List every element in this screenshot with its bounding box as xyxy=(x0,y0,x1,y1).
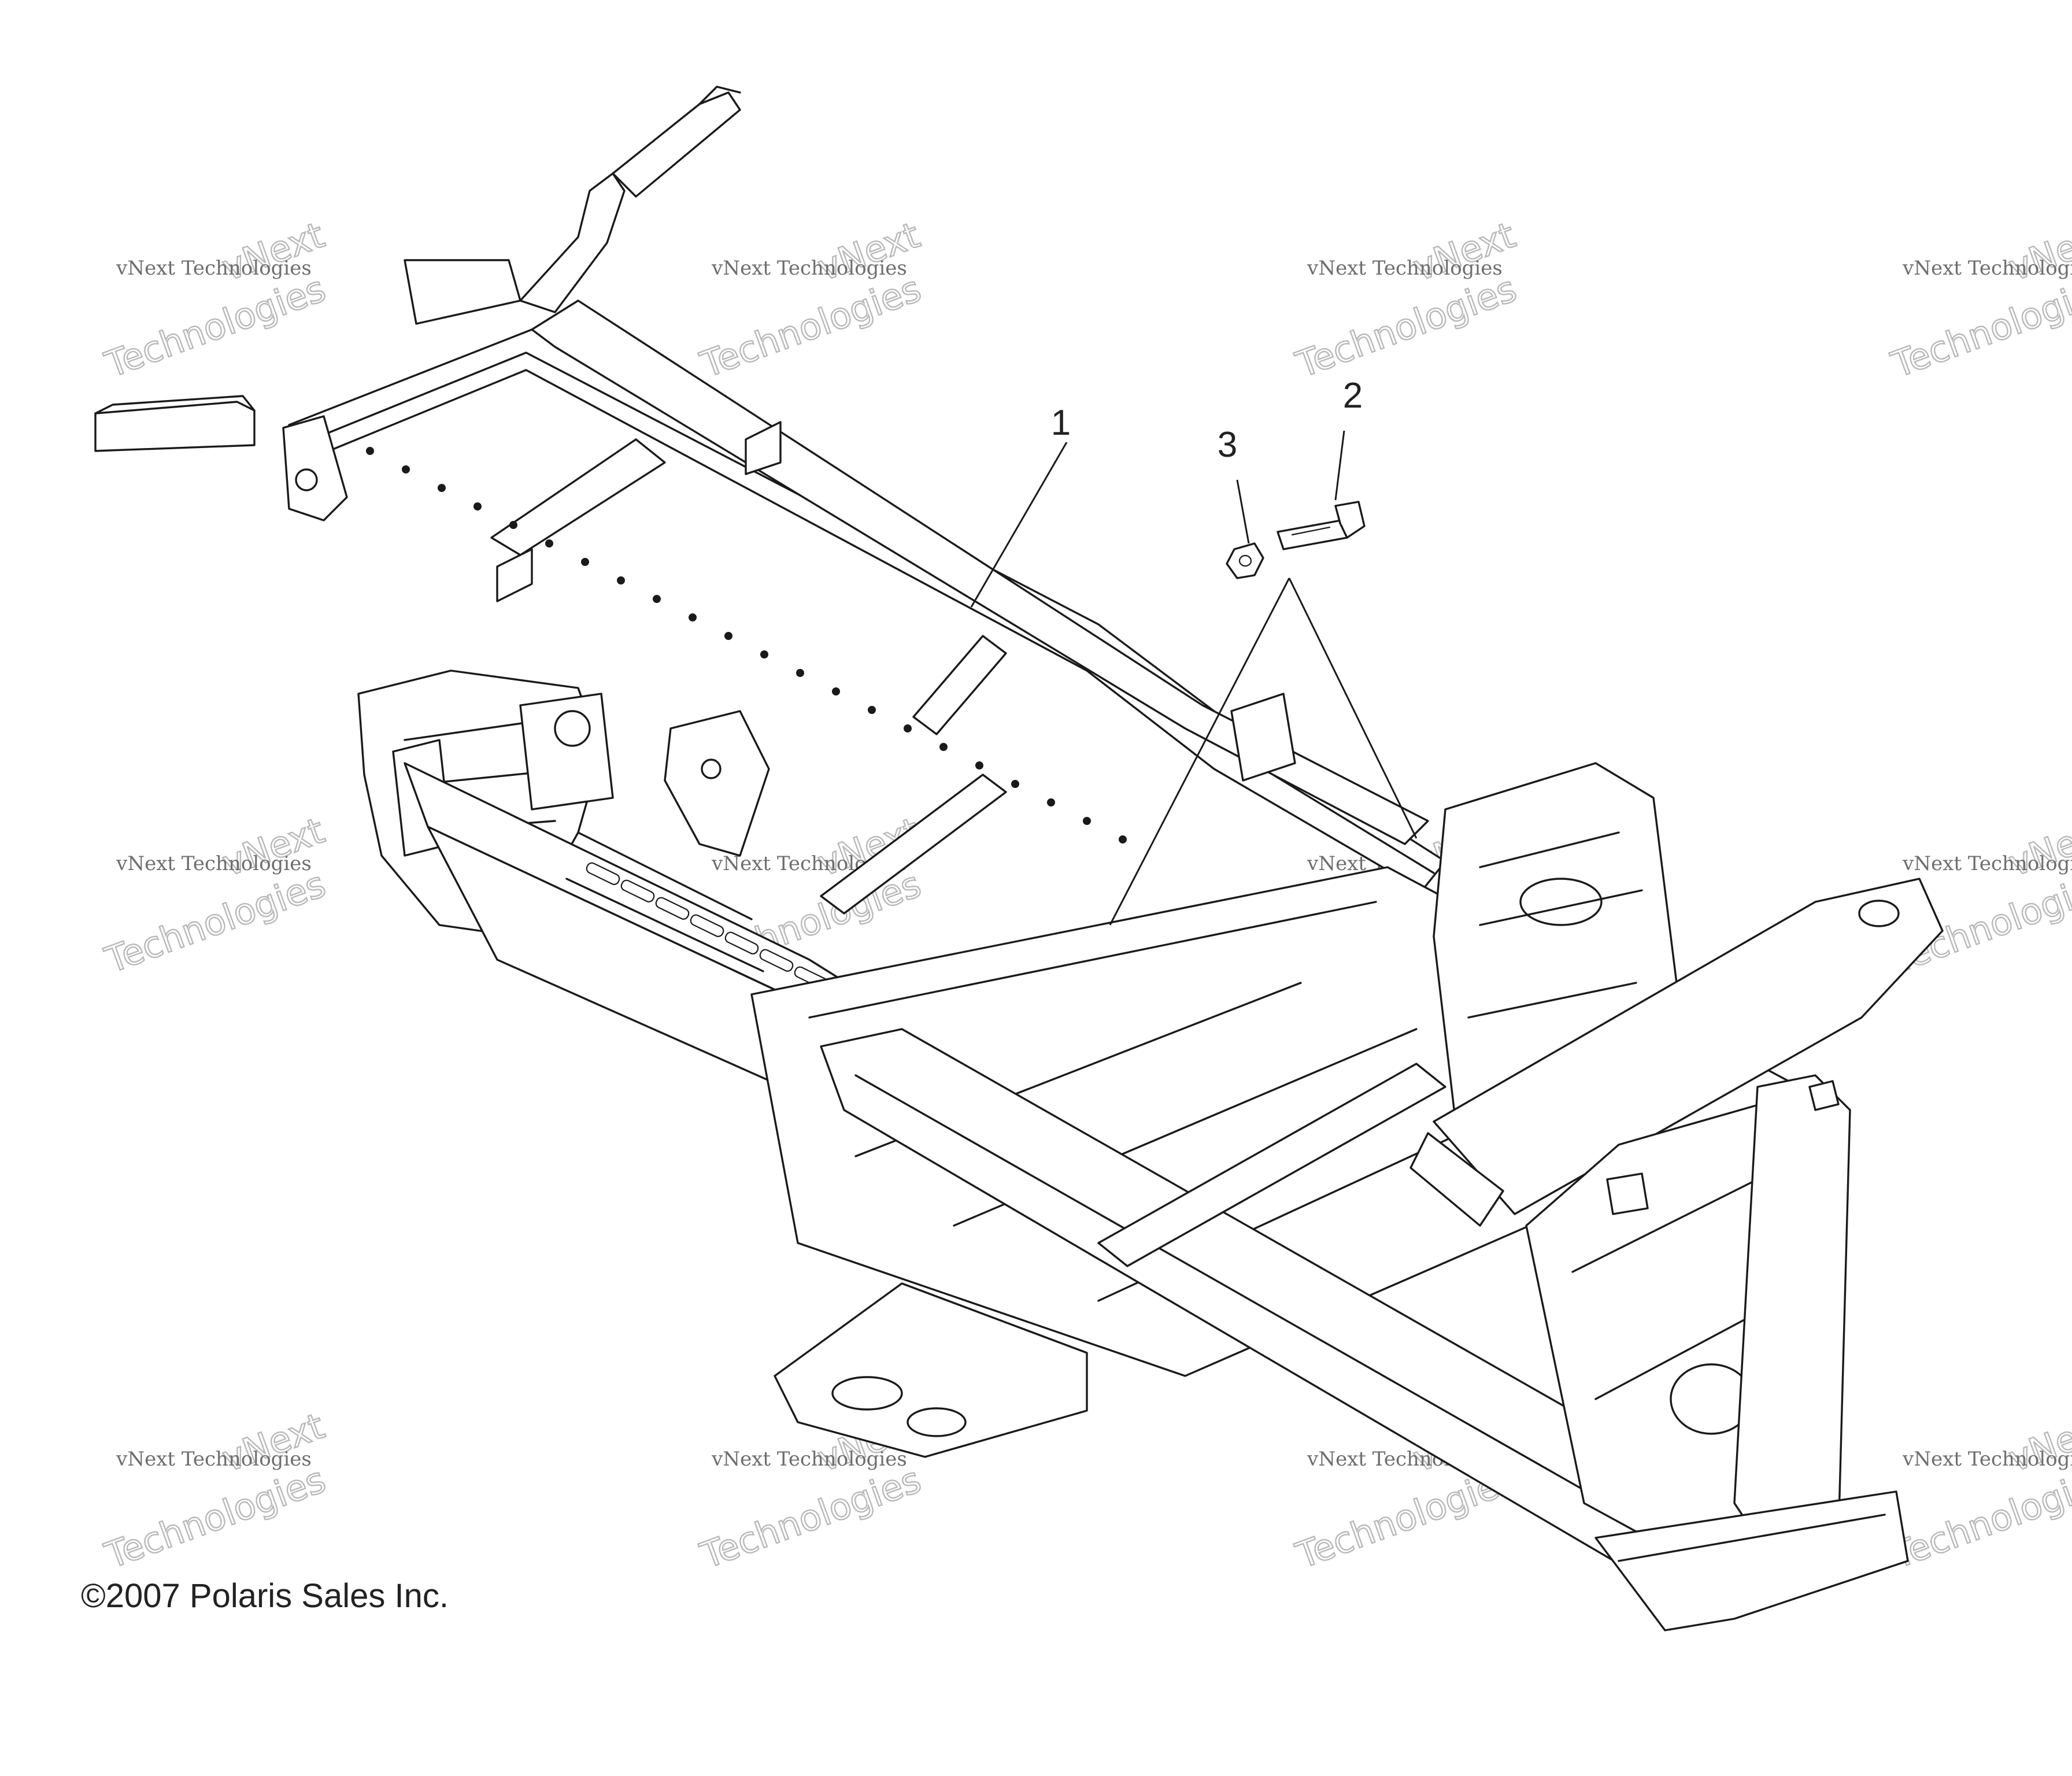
rail-hole xyxy=(689,613,697,621)
watermark-text: vNext Technologies xyxy=(711,257,907,280)
rail-hole xyxy=(366,447,374,455)
frame-slot xyxy=(724,931,759,954)
watermark-technologies: Technologies xyxy=(99,863,331,981)
watermark-technologies: Technologies xyxy=(1290,267,1522,386)
watermark-text: vNext Technologies xyxy=(711,1448,907,1471)
rail-hole xyxy=(617,576,625,584)
rail-hole xyxy=(939,743,948,751)
watermark-technologies: Technologies xyxy=(99,1458,331,1577)
rail-hole xyxy=(724,632,732,640)
watermark-technologies: Technologies xyxy=(695,267,926,386)
watermark-text: vNext Technologies xyxy=(1902,1448,2072,1471)
nut-part xyxy=(1226,542,1264,579)
watermark-technologies: Technologies xyxy=(695,1458,926,1577)
leader-lines xyxy=(970,430,1418,926)
rail-hole xyxy=(975,761,983,769)
watermark-text: vNext Technologies xyxy=(116,257,312,280)
callout-labels: 1 2 3 xyxy=(1051,376,1363,465)
rail-hole xyxy=(509,521,517,529)
rail-hole xyxy=(1011,780,1019,788)
watermark-text: vNext Technologies xyxy=(1902,257,2072,280)
rail-hole xyxy=(760,650,768,658)
frame-slot xyxy=(655,897,690,920)
frame-slot xyxy=(586,862,620,885)
callout-2: 2 xyxy=(1343,376,1363,416)
bolt-part xyxy=(1276,501,1366,550)
rail-hole xyxy=(904,724,912,732)
watermark-text: vNext Technologies xyxy=(116,1448,312,1471)
watermark-technologies: Technologies xyxy=(99,267,331,386)
watermark-technologies: Technologies xyxy=(1886,267,2072,386)
watermark-text: vNext Technologies xyxy=(1307,257,1503,280)
watermark-text: vNext Technologies xyxy=(116,852,312,875)
frame-slot xyxy=(620,879,655,902)
frame-slot xyxy=(690,914,724,937)
watermark-technologies: Technologies xyxy=(1886,1458,2072,1577)
rail-hole xyxy=(402,465,410,473)
rail-hole xyxy=(473,502,482,510)
rail-hole xyxy=(832,687,840,695)
watermark-text: vNext Technologies xyxy=(1902,852,2072,875)
rail-hole xyxy=(796,669,804,677)
rail-hole xyxy=(438,484,446,492)
upper-frame-rail xyxy=(94,86,1446,915)
rail-hole xyxy=(1047,798,1055,806)
lower-frame-chassis xyxy=(357,669,1944,1631)
rail-hole xyxy=(545,539,553,547)
rail-hole xyxy=(653,595,661,603)
rail-hole xyxy=(1119,835,1127,843)
callout-3: 3 xyxy=(1218,425,1237,465)
copyright-notice: ©2007 Polaris Sales Inc. xyxy=(81,1577,449,1615)
rail-hole xyxy=(868,706,876,714)
callout-1: 1 xyxy=(1051,403,1071,443)
frame-slot xyxy=(759,949,794,972)
rail-hole xyxy=(1083,817,1091,825)
rail-hole xyxy=(581,558,589,566)
